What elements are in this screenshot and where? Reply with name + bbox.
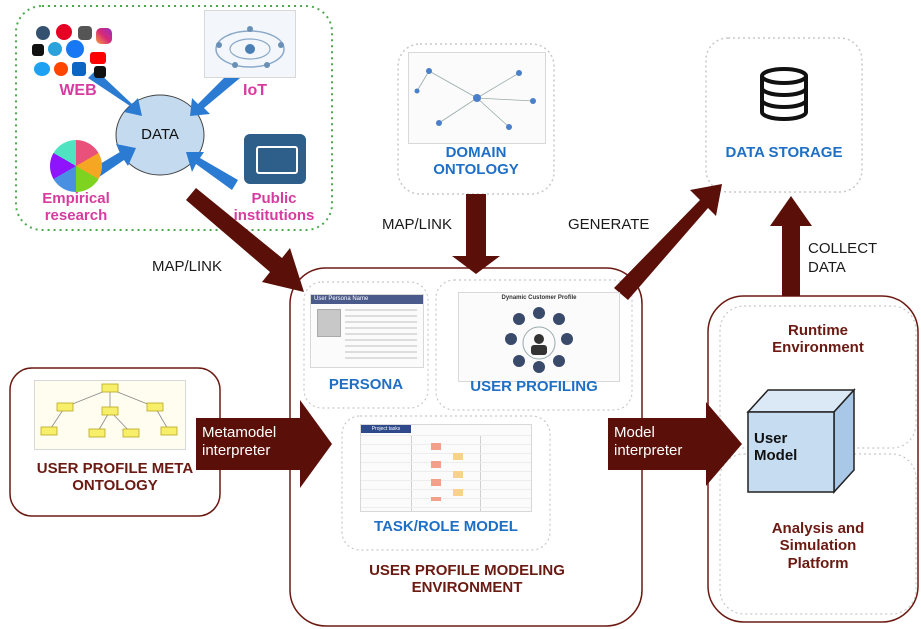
public-institutions-label: Public institutions <box>233 190 315 225</box>
tiktok-icon-2 <box>94 66 106 78</box>
avatar-icon <box>317 309 341 337</box>
persona-header: User Persona Name <box>311 295 423 304</box>
iot-network-image <box>204 10 296 78</box>
pinterest-icon <box>56 24 72 40</box>
data-storage-box <box>705 37 863 193</box>
metamodel-interpreter-label: Metamodel interpreter <box>202 424 277 459</box>
runtime-environment-title: Runtime Environment <box>772 322 864 357</box>
task-table-highlights <box>431 443 441 501</box>
meta-ontology-graph-icon <box>40 383 178 438</box>
telegram-icon <box>48 42 62 56</box>
reddit-icon <box>54 62 68 76</box>
task-role-table-image: Project tasks <box>360 424 532 512</box>
task-role-model-title: TASK/ROLE MODEL <box>374 518 518 535</box>
task-table-grid <box>361 435 531 511</box>
camera-icon <box>78 26 92 40</box>
task-table-header: Project tasks <box>361 425 411 433</box>
empirical-research-label: Empirical research <box>42 190 110 225</box>
tiktok-icon <box>32 44 44 56</box>
web-label: WEB <box>59 82 97 99</box>
analysis-panel <box>719 453 917 615</box>
data-label: DATA <box>141 126 179 143</box>
empirical-research-image <box>50 140 102 192</box>
database-icon <box>760 67 808 121</box>
linkedin-icon <box>72 62 86 76</box>
public-institutions-image <box>244 134 306 184</box>
collect-data-label: COLLECT DATA <box>808 240 877 276</box>
domain-ontology-title: DOMAIN ONTOLOGY <box>433 144 519 179</box>
user-profiling-image: Dynamic Customer Profile <box>458 292 620 382</box>
persona-text-lines <box>345 309 417 361</box>
meta-ontology-image <box>34 380 186 450</box>
facebook-icon <box>66 40 84 58</box>
source-arrows <box>80 70 240 190</box>
user-model-label: User Model <box>754 430 798 465</box>
data-sources-region <box>15 5 333 231</box>
analysis-platform-title: Analysis and Simulation Platform <box>771 520 865 572</box>
meta-ontology-title: USER PROFILE META ONTOLOGY <box>36 460 194 495</box>
modeling-environment-title: USER PROFILE MODELING ENVIRONMENT <box>369 562 565 597</box>
ontology-graph-icon <box>414 68 536 130</box>
social-media-icons <box>32 24 126 80</box>
tumblr-icon <box>36 26 50 40</box>
task-table-highlights-2 <box>453 453 463 501</box>
network-icon <box>215 26 285 68</box>
persona-image: User Persona Name <box>310 294 424 368</box>
generate-label: GENERATE <box>568 216 650 233</box>
youtube-icon <box>90 52 106 64</box>
profiling-title: Dynamic Customer Profile <box>501 295 577 301</box>
user-profiling-title: USER PROFILING <box>470 378 598 395</box>
iot-label: IoT <box>243 82 267 99</box>
flow-arrows <box>186 184 812 488</box>
instagram-icon <box>96 28 112 44</box>
ontology-graph-image <box>408 52 546 144</box>
map-link-top-label: MAP/LINK <box>382 216 453 233</box>
twitter-icon <box>34 62 50 76</box>
data-storage-title: DATA STORAGE <box>725 144 843 161</box>
persona-title: PERSONA <box>328 376 404 393</box>
institution-icon <box>256 146 298 174</box>
user-model-cube <box>746 388 856 494</box>
model-interpreter-label: Model interpreter <box>614 424 683 459</box>
map-link-left-label: MAP/LINK <box>152 258 223 275</box>
profile-hub-icon <box>505 307 573 373</box>
